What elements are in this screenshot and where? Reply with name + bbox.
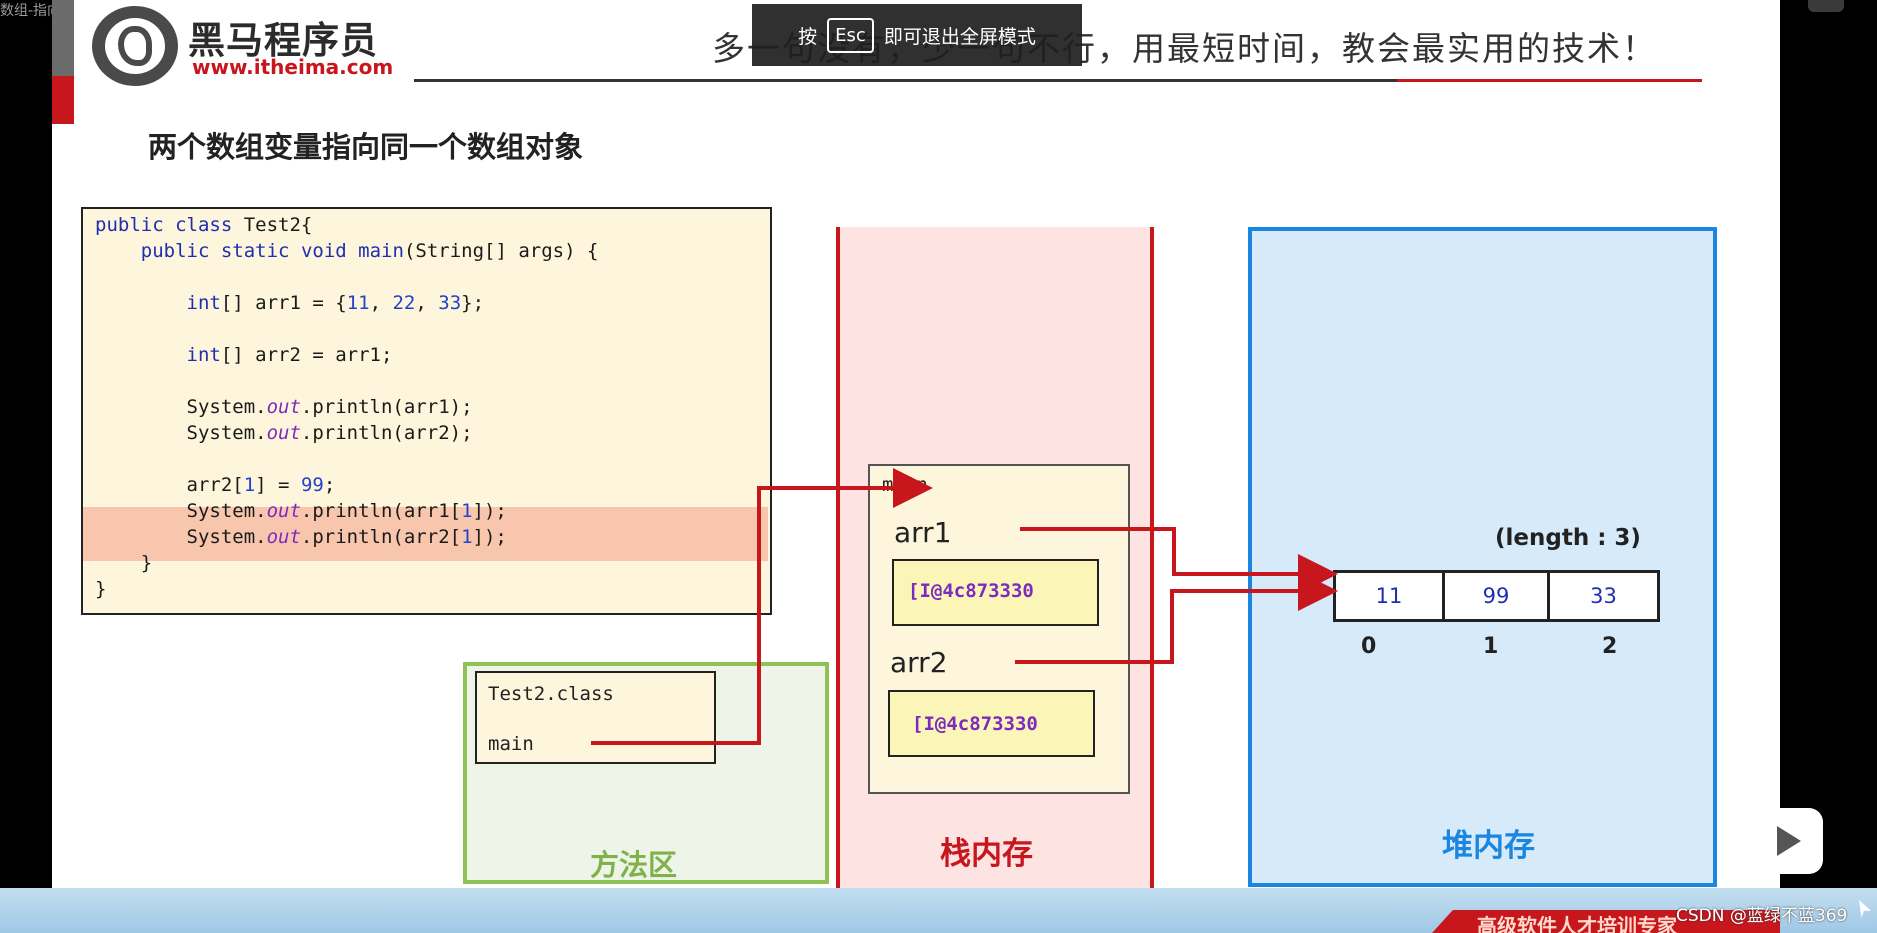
stack-memory-label: 栈内存 <box>940 836 1033 872</box>
csdn-watermark: CSDN @蓝绿不蓝369 <box>1676 906 1848 926</box>
fullscreen-hint-prefix: 按 <box>798 25 818 48</box>
class-box: Test2.class main <box>475 671 716 764</box>
class-name: Test2.class <box>488 683 614 705</box>
code-line: arr2[1] = 99; <box>95 474 336 496</box>
fullscreen-hint-suffix: 即可退出全屏模式 <box>883 25 1036 48</box>
code-line: public class Test2{ <box>95 214 313 236</box>
esc-key-badge: Esc <box>827 17 874 53</box>
stack-var-value: [I@4c873330 <box>908 580 1034 602</box>
arr2-reference-arrow <box>1015 571 1338 664</box>
window-control[interactable] <box>1808 0 1844 12</box>
array-index: 0 <box>1361 634 1377 659</box>
logo-text: 黑马程序员 <box>188 19 378 62</box>
class-method: main <box>488 733 534 755</box>
array-index: 2 <box>1602 634 1618 659</box>
main-call-arrow <box>591 468 933 745</box>
code-line: System.out.println(arr2[1]); <box>95 526 507 548</box>
stack-var-box: [I@4c873330 <box>888 690 1095 757</box>
fullscreen-hint: 按 Esc 即可退出全屏模式 <box>752 4 1082 66</box>
array-index: 1 <box>1483 634 1499 659</box>
method-area-label: 方法区 <box>590 848 678 882</box>
code-line: System.out.println(arr2); <box>95 422 473 444</box>
code-line: } <box>95 552 153 574</box>
array-cell: 99 <box>1442 570 1550 622</box>
stack-var-name: arr2 <box>890 646 948 679</box>
slide-accent-bar <box>52 0 74 124</box>
stack-frame: main arr1 [I@4c873330 arr2 [I@4c873330 <box>868 464 1130 794</box>
slide-title: 两个数组变量指向同一个数组对象 <box>148 130 584 164</box>
stack-var-name: arr1 <box>894 516 952 549</box>
logo-url: www.itheima.com <box>192 55 394 79</box>
header-divider <box>414 79 1702 82</box>
array-length-label: (length : 3) <box>1495 525 1641 551</box>
horse-logo-icon <box>92 6 178 86</box>
heap-memory-label: 堆内存 <box>1442 828 1535 864</box>
arr1-reference-arrow <box>1020 527 1338 594</box>
stack-var-value: [I@4c873330 <box>912 713 1038 735</box>
code-line: System.out.println(arr1[1]); <box>95 500 507 522</box>
stack-var-box: [I@4c873330 <box>892 559 1099 626</box>
header-divider-accent <box>1397 79 1702 82</box>
code-highlight <box>83 507 768 561</box>
array-cell: 33 <box>1547 570 1660 622</box>
footer-banner: 高级软件人才培训专家 <box>1432 910 1780 933</box>
code-lines: public class Test2{ public static void m… <box>83 207 768 613</box>
play-icon[interactable] <box>1749 808 1823 874</box>
code-line: } <box>95 578 107 600</box>
code-line: int[] arr2 = arr1; <box>186 344 393 366</box>
code-line: public static void main(String[] args) { <box>140 240 599 262</box>
code-line: int[] arr1 = {11, 22, 33}; <box>186 292 485 314</box>
code-line: System.out.println(arr1); <box>95 396 473 418</box>
